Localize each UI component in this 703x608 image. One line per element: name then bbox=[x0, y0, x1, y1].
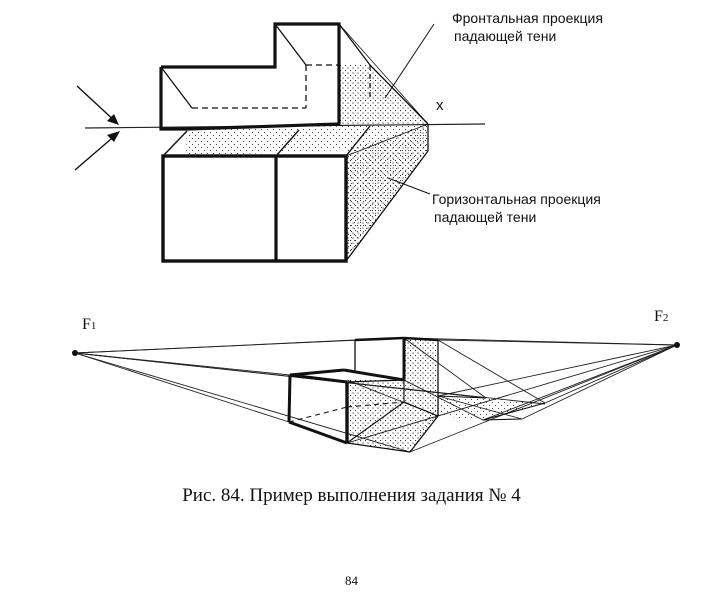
vanishing-point-f1 bbox=[72, 350, 78, 356]
horizontal-shadow-label-line1: Горизонтальная проекция bbox=[432, 191, 601, 207]
arrowhead-lower-icon bbox=[107, 131, 120, 142]
frontal-shadow-label-line1: Фронтальная проекция bbox=[452, 10, 603, 26]
orthographic-projection bbox=[74, 22, 486, 263]
horizontal-view bbox=[161, 123, 429, 263]
shadow-rays bbox=[346, 337, 546, 421]
f2-letter: F bbox=[654, 308, 663, 325]
leader-frontal bbox=[384, 23, 435, 99]
f2-label: F2 bbox=[654, 308, 668, 327]
page-number: 84 bbox=[345, 573, 358, 588]
frontal-shadow-area bbox=[339, 65, 428, 124]
vanishing-lines-f2 bbox=[346, 337, 678, 453]
f2-subscript: 2 bbox=[662, 312, 669, 324]
frontal-view bbox=[159, 22, 429, 131]
vanishing-lines-f1 bbox=[74, 337, 546, 453]
perspective-object bbox=[287, 336, 546, 453]
f1-label: F1 bbox=[82, 316, 96, 335]
perspective-shadow-area bbox=[347, 340, 438, 452]
axis-x-label: x bbox=[436, 97, 444, 114]
frontal-shadow-label-line2: падающей тени bbox=[454, 28, 557, 44]
vanishing-point-f2 bbox=[674, 342, 680, 348]
f1-subscript: 1 bbox=[90, 320, 97, 332]
light-arrow-lower bbox=[74, 132, 119, 171]
frontal-shadow-label: Фронтальная проекция падающей тени bbox=[452, 9, 603, 45]
horizontal-shadow-label: Горизонтальная проекция падающей тени bbox=[432, 190, 601, 226]
perspective-drawing bbox=[72, 336, 680, 453]
horizontal-shadow-dense bbox=[346, 124, 428, 261]
arrowhead-upper-icon bbox=[107, 114, 119, 125]
horizontal-shadow-label-line2: падающей тени bbox=[434, 209, 537, 225]
figure-caption: Рис. 84. Пример выполнения задания № 4 bbox=[182, 485, 521, 506]
leader-horizontal bbox=[387, 177, 431, 195]
light-arrow-upper bbox=[76, 85, 118, 124]
f1-letter: F bbox=[82, 316, 91, 333]
